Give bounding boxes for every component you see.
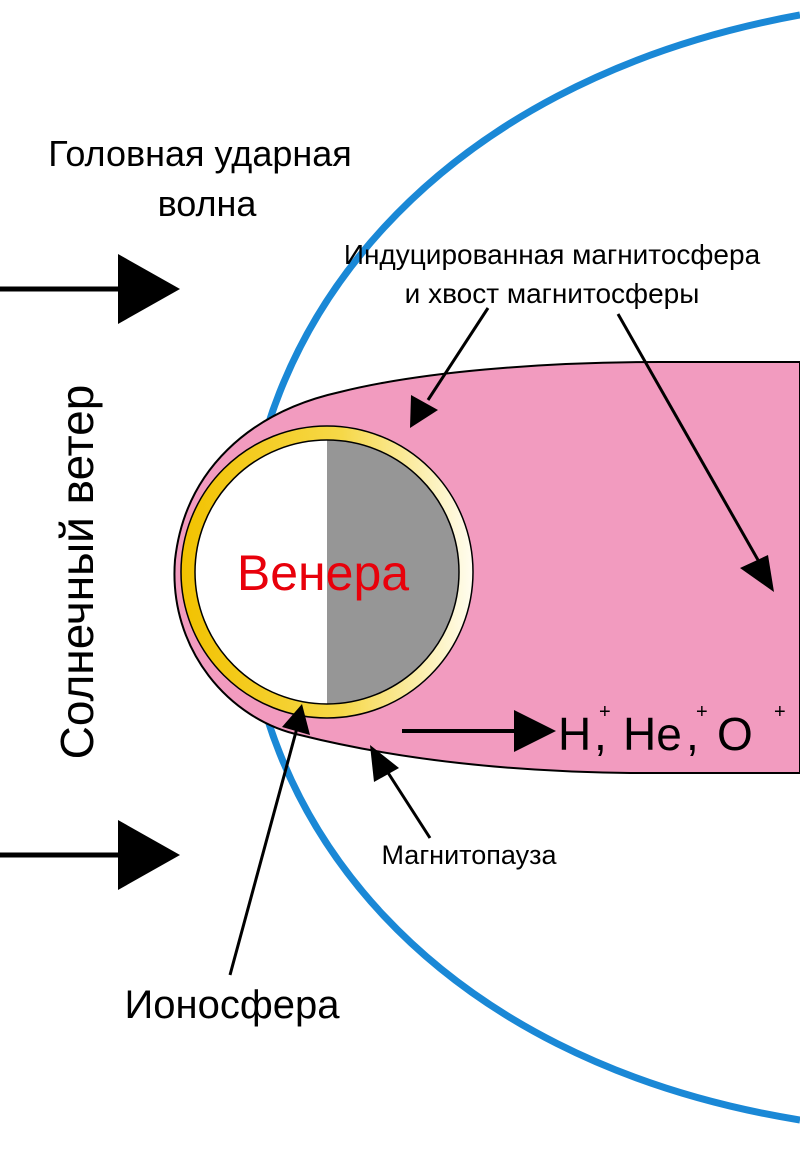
magnetopause-pointer-arrow — [370, 745, 432, 839]
magnetotail-pointer-arrow — [616, 313, 774, 592]
ion-species-label: H + , He + , O + — [558, 701, 786, 760]
induced-magnetosphere-label-line1: Индуцированная магнитосфера — [344, 239, 761, 270]
ion-comma-2: , — [686, 708, 699, 760]
ion-comma-1: , — [594, 708, 607, 760]
magnetopause-label: Магнитопауза — [382, 840, 558, 870]
ion-o-label: O — [717, 708, 753, 760]
bow-shock-label-line2: волна — [158, 183, 258, 224]
solar-wind-arrow-bottom — [0, 820, 180, 890]
bow-shock-label-line1: Головная ударная — [48, 133, 352, 174]
solar-wind-arrow-top — [0, 254, 180, 324]
ion-h-label: H — [558, 708, 591, 760]
venus-planet-outline — [194, 439, 460, 705]
solar-wind-label: Солнечный ветер — [51, 385, 103, 760]
ionosphere-label: Ионосфера — [125, 983, 341, 1027]
induced-magnetosphere-pointer-arrow — [410, 307, 490, 428]
planet-label: Венера — [237, 545, 409, 601]
ion-outflow-arrow — [402, 710, 556, 752]
ion-h-charge: + — [599, 701, 611, 723]
ion-he-charge: + — [696, 701, 708, 723]
ionosphere-pointer-arrow — [228, 704, 310, 976]
ion-he-label: He — [623, 708, 682, 760]
induced-magnetosphere-label-line2: и хвост магнитосферы — [405, 278, 700, 309]
ion-o-charge: + — [774, 701, 786, 723]
